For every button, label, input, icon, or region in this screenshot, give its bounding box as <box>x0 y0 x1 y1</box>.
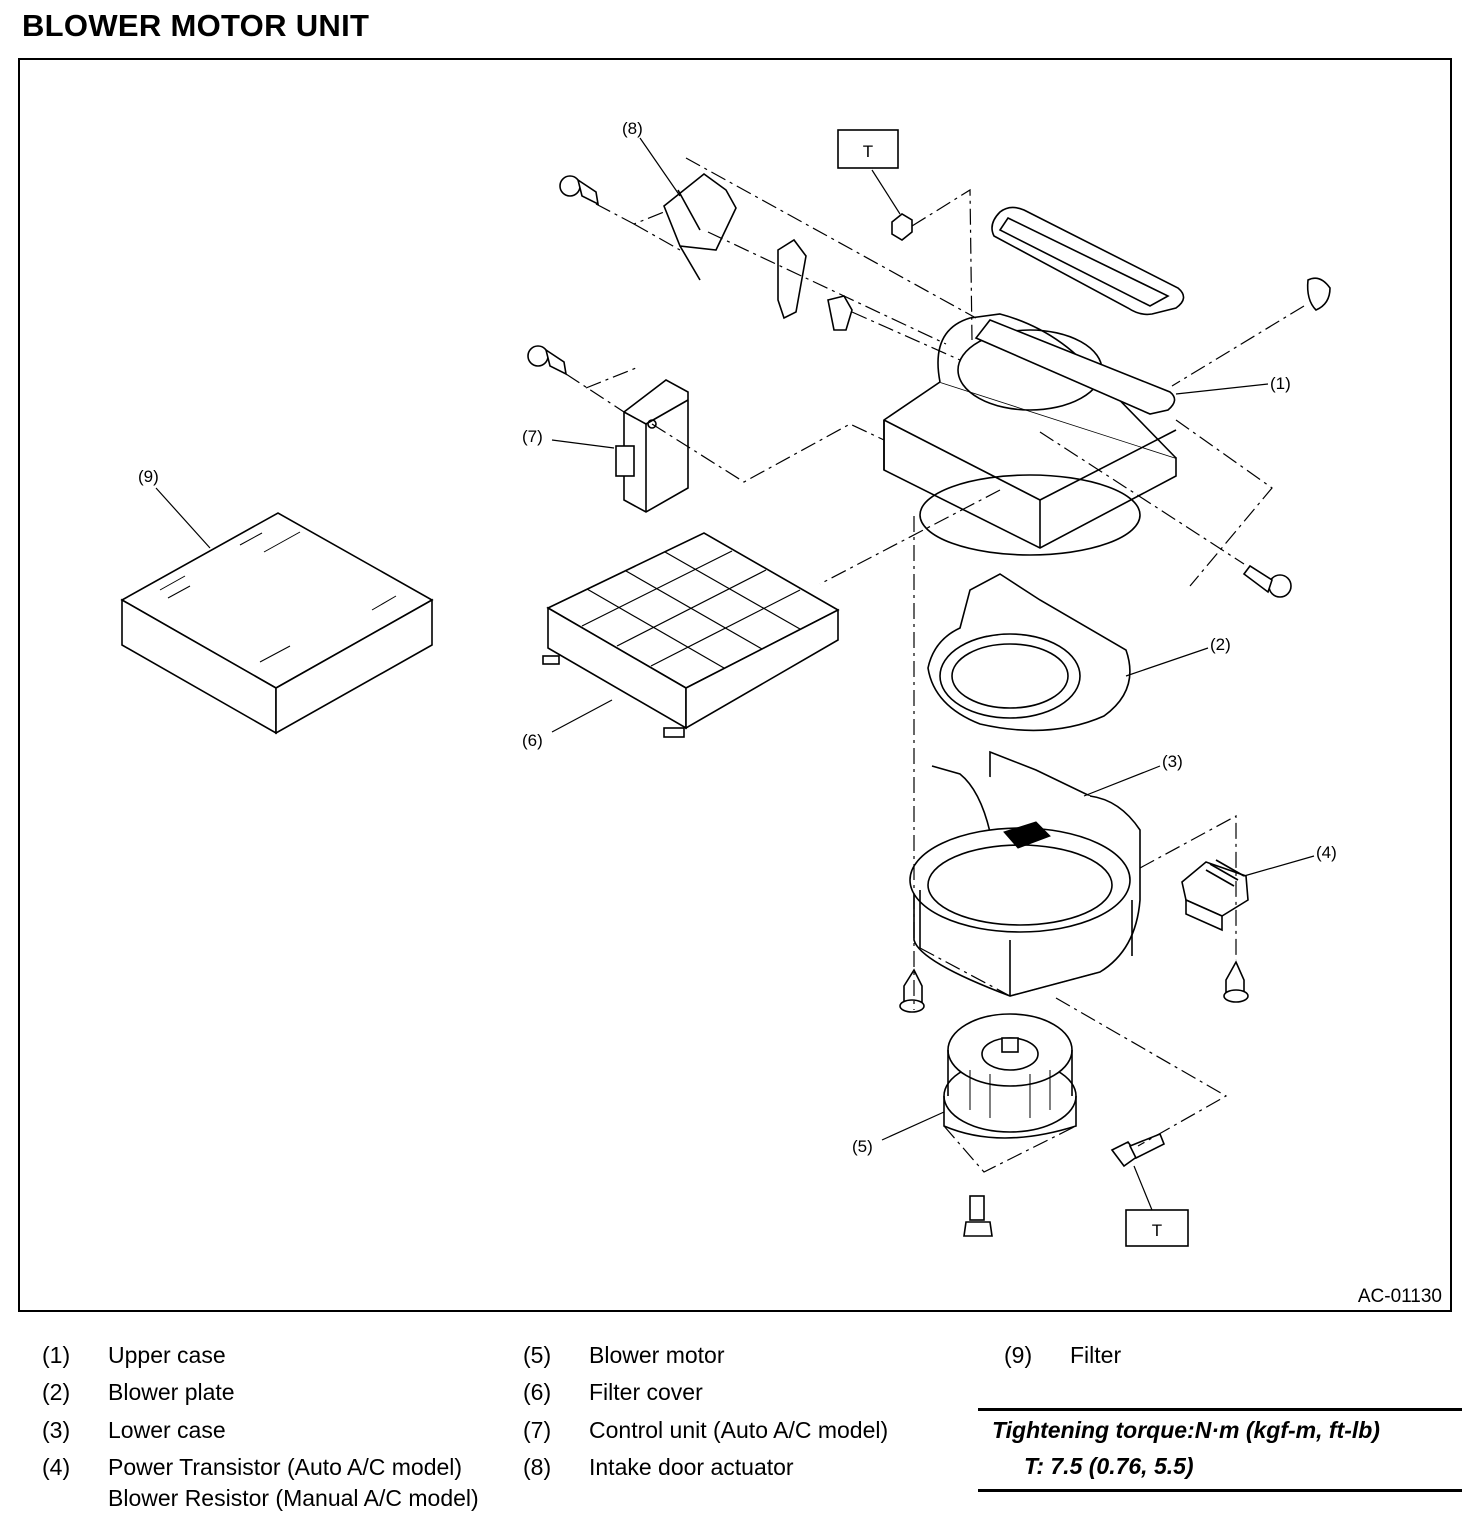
exploded-view-diagram: T T (1) (2) (3) (4) (5) (6) (7) (8) (9) <box>120 119 1337 1247</box>
bolt-icon <box>963 1195 993 1237</box>
torque-marker-bottom: T <box>1125 1209 1189 1247</box>
lower-case-part <box>909 750 1141 997</box>
torque-spec-box: Tightening torque:N·m (kgf-m, ft-lb) T: … <box>978 1408 1462 1492</box>
callout-1: (1) <box>1270 374 1291 393</box>
callout-labels: (1) (2) (3) (4) (5) (6) (7) (8) (9) <box>138 119 1337 1156</box>
control-unit-part <box>615 379 689 513</box>
blower-plate-part <box>927 573 1131 732</box>
diagram-frame <box>18 58 1452 1312</box>
figure-id: AC-01130 <box>1357 1286 1442 1307</box>
blower-motor-part <box>943 1013 1077 1139</box>
torque-marker-label: T <box>1152 1221 1162 1240</box>
screw-icon <box>1223 960 1249 1003</box>
page-title: BLOWER MOTOR UNIT <box>22 8 370 43</box>
intake-door-actuator-part <box>663 172 853 331</box>
screw-icon <box>1242 564 1292 598</box>
screw-icon <box>899 968 925 1013</box>
assembly-lines <box>565 157 1305 1173</box>
gasket-part <box>991 206 1331 316</box>
upper-case-part <box>883 313 1177 556</box>
callout-8: (8) <box>622 119 643 138</box>
bolt-icon <box>1110 1132 1166 1168</box>
callout-4: (4) <box>1316 843 1337 862</box>
nut-icon <box>891 213 913 241</box>
filter-part <box>120 512 434 735</box>
torque-value: T: 7.5 (0.76, 5.5) <box>1024 1453 1194 1479</box>
filter-cover-part <box>542 532 840 738</box>
torque-marker-top: T <box>837 129 899 169</box>
callout-9: (9) <box>138 467 159 486</box>
screw-icon <box>559 175 600 206</box>
torque-marker-label: T <box>863 142 873 161</box>
screw-icon <box>527 345 568 376</box>
callout-5: (5) <box>852 1137 873 1156</box>
callout-3: (3) <box>1162 752 1183 771</box>
torque-heading: Tightening torque:N·m (kgf-m, ft-lb) <box>992 1417 1380 1443</box>
callout-7: (7) <box>522 427 543 446</box>
power-transistor-part <box>1181 859 1249 932</box>
callout-2: (2) <box>1210 635 1231 654</box>
callout-6: (6) <box>522 731 543 750</box>
screw-fasteners <box>527 175 1292 1237</box>
leader-lines <box>155 137 1315 1211</box>
